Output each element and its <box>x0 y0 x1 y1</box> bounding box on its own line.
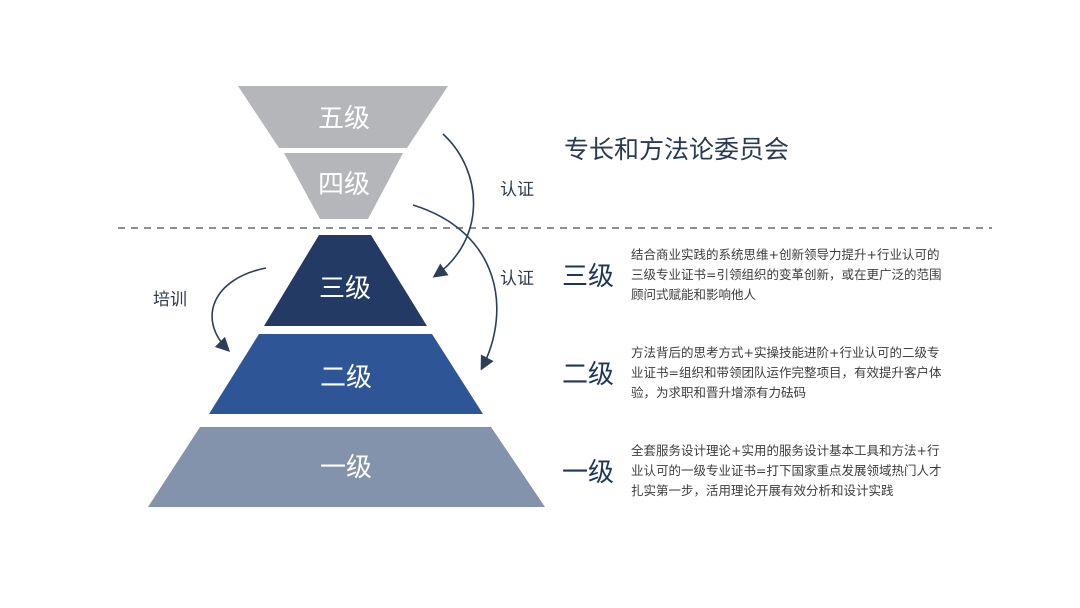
committee-title: 专长和方法论委员会 <box>564 135 789 164</box>
cert-arrow-lower <box>412 204 498 371</box>
level-1-desc-line-1: 全套服务设计理论+实用的服务设计基本工具和方法+行 <box>631 443 939 458</box>
level-2-title: 二级 <box>562 360 614 390</box>
cert-label-lower: 认证 <box>500 269 534 289</box>
level-3-desc-line-2: 三级专业证书=引领组织的变革创新，或在更广泛的范围 <box>631 267 941 282</box>
tier-1-label: 一级 <box>320 453 372 483</box>
training-arrow <box>211 267 267 353</box>
tier-3-shape <box>264 235 427 326</box>
level-1-desc-line-3: 扎实第一步，活用理论开展有效分析和设计实践 <box>631 483 894 498</box>
tier-2-label: 二级 <box>320 363 372 393</box>
level-3-title: 三级 <box>562 262 614 292</box>
level-1-desc-line-2: 业认可的一级专业证书=打下国家重点发展领域热门人才 <box>631 463 941 478</box>
level-2-desc-line-1: 方法背后的思考方式+实操技能进阶+行业认可的二级专 <box>631 345 939 360</box>
level-2-desc-line-3: 验，为求职和晋升增添有力砝码 <box>631 385 806 400</box>
tier-3-label: 三级 <box>319 274 371 304</box>
training-label: 培训 <box>153 290 187 310</box>
level-2-desc-line-2: 业证书=组织和带领团队运作完整项目，有效提升客户体 <box>631 365 942 380</box>
level-1-title: 一级 <box>562 458 614 488</box>
tier-5-label: 五级 <box>318 104 370 134</box>
tier-2-shape <box>209 334 483 414</box>
tier-4-shape <box>284 153 403 219</box>
cert-label-upper: 认证 <box>500 180 534 200</box>
tier-5-shape <box>238 86 448 148</box>
cert-arrow-upper <box>432 133 475 278</box>
level-3-desc-line-3: 顾问式赋能和影响他人 <box>631 287 757 302</box>
level-3-desc-line-1: 结合商业实践的系统思维+创新领导力提升+行业认可的 <box>631 247 939 262</box>
tier-1-shape <box>148 427 545 507</box>
tier-4-label: 四级 <box>318 170 370 200</box>
